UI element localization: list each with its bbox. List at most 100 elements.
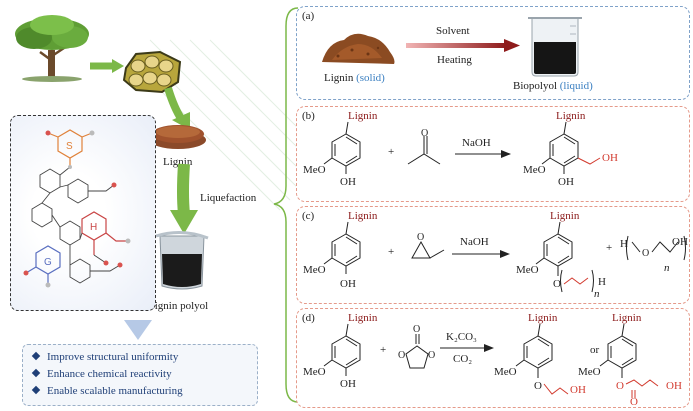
panel-b-meo-1: MeO xyxy=(303,164,326,176)
panel-c-oh-right: OH xyxy=(672,236,688,248)
panel-b-naoh: NaOH xyxy=(462,137,491,149)
benefit-item: Enable scalable manufacturing xyxy=(31,385,183,397)
reaction-c-product xyxy=(535,221,594,293)
svg-text:O: O xyxy=(398,350,405,361)
panel-d-meo-2: MeO xyxy=(494,366,517,378)
panel-c xyxy=(296,206,690,304)
solid-state-text: (solid) xyxy=(356,72,385,84)
lignin-powder-icon xyxy=(322,33,395,64)
svg-text:O: O xyxy=(417,232,424,243)
reaction-arrow-b-icon xyxy=(455,150,511,158)
panel-c-n-2: n xyxy=(594,288,600,300)
panel-c-naoh: NaOH xyxy=(460,236,489,248)
panel-d-o-3: O xyxy=(616,380,624,392)
liquid-state-text: (liquid) xyxy=(559,80,593,92)
propylene-oxide-structure: O xyxy=(411,232,445,259)
benefit-text: Improve structural uniformity xyxy=(47,351,179,363)
panel-c-h-end: H xyxy=(598,276,606,288)
reaction-c-reactant xyxy=(323,221,361,274)
panel-c-meo-2: MeO xyxy=(516,264,539,276)
benefit-text: Enhance chemical reactivity xyxy=(47,368,172,380)
panel-b-oh-1: OH xyxy=(340,176,356,188)
brace-icon xyxy=(273,7,299,403)
panel-d-lignin-2: Lignin xyxy=(528,312,558,324)
solvent-label: Solvent xyxy=(436,25,470,37)
panel-c-lignin-2: Lignin xyxy=(550,210,580,222)
plus-sign: + xyxy=(388,246,395,258)
plus-sign: + xyxy=(380,344,387,356)
reaction-d-product-1 xyxy=(515,323,569,395)
reaction-b-reactant xyxy=(323,121,361,174)
panel-d-or: or xyxy=(590,344,600,356)
panel-c-plus-2: + xyxy=(606,242,613,254)
panel-d-meo-1: MeO xyxy=(303,366,326,378)
liquefaction-arrow-icon xyxy=(170,163,198,234)
panel-b-product-oh: OH xyxy=(602,152,618,164)
panel-b-lignin-1: Lignin xyxy=(348,110,378,122)
benefits-box: Improve structural uniformity Enhance ch… xyxy=(22,344,258,406)
reaction-d-reactant xyxy=(323,323,361,376)
diamond-bullet-icon xyxy=(31,351,41,361)
biopolyol-text: Biopolyol xyxy=(513,80,558,92)
polyether-structure: O xyxy=(626,235,686,261)
heating-label: Heating xyxy=(437,54,472,66)
panel-d-o-2: O xyxy=(534,380,542,392)
benefits-arrow-icon xyxy=(124,320,152,340)
diamond-bullet-icon xyxy=(31,368,41,378)
panel-c-n-right: n xyxy=(664,262,670,274)
panel-d-lignin-1: Lignin xyxy=(348,312,378,324)
panel-d-oh-1: OH xyxy=(340,378,356,390)
plus-sign: + xyxy=(388,146,395,158)
svg-text:O: O xyxy=(413,324,420,335)
lignin-text: Lignin xyxy=(324,72,354,84)
unit-label-h: H xyxy=(90,222,97,233)
biopolyol-beaker-icon xyxy=(528,17,582,77)
panel-d-oh-2: OH xyxy=(570,384,586,396)
svg-text:O: O xyxy=(642,248,649,259)
panel-c-oh-1: OH xyxy=(340,278,356,290)
acetone-structure: O xyxy=(407,128,441,165)
unit-label-g: G xyxy=(44,257,52,268)
ethylene-carbonate-structure: O O O xyxy=(398,324,435,369)
panel-a-lignin: Lignin (solid) xyxy=(324,72,385,84)
benefit-text: Enable scalable manufacturing xyxy=(47,385,183,397)
panel-d-lignin-3: Lignin xyxy=(612,312,642,324)
reaction-arrow-c-icon xyxy=(452,250,510,258)
panel-d-label: (d) xyxy=(302,312,315,324)
red-arrow-icon xyxy=(406,39,520,52)
panel-a-biopolyol: Biopolyol (liquid) xyxy=(513,80,593,92)
panel-d-oh-3: OH xyxy=(666,380,682,392)
tree-icon xyxy=(15,15,89,82)
svg-text:O: O xyxy=(421,128,428,139)
diamond-bullet-icon xyxy=(31,385,41,395)
wood-cell-icon xyxy=(122,50,182,94)
lignin-dish-icon xyxy=(150,125,206,149)
panel-d-o-4: O xyxy=(630,396,638,408)
panel-a-label: (a) xyxy=(302,10,315,22)
lignin-polyol-beaker-icon xyxy=(155,231,209,290)
lignin-structure-diagram: S G H xyxy=(23,129,131,288)
green-arrow-icon xyxy=(90,59,124,73)
lignin-structure-box xyxy=(10,115,156,311)
reaction-arrow-d-icon xyxy=(440,344,494,352)
panel-b-oh-2: OH xyxy=(558,176,574,188)
lignin-polyol-label: Lignin polyol xyxy=(148,300,209,312)
benefit-item: Enhance chemical reactivity xyxy=(31,368,172,380)
panel-c-o-2: O xyxy=(553,278,561,290)
panel-d-reagent-bottom: CO₂ xyxy=(453,353,473,365)
benefit-item: Improve structural uniformity xyxy=(31,351,179,363)
panel-c-label: (c) xyxy=(302,210,315,222)
panel-b-lignin-2: Lignin xyxy=(556,110,586,122)
panel-c-meo-1: MeO xyxy=(303,264,326,276)
unit-label-s: S xyxy=(66,141,73,152)
panel-b-label: (b) xyxy=(302,110,315,122)
panel-d-meo-3: MeO xyxy=(578,366,601,378)
liquefaction-label: Liquefaction xyxy=(200,192,257,204)
reaction-d-product-2 xyxy=(599,323,659,398)
reaction-b-product xyxy=(541,121,601,174)
svg-text:O: O xyxy=(428,350,435,361)
panel-d-reagent-top: K₂CO₃ xyxy=(446,331,477,343)
panel-c-lignin-1: Lignin xyxy=(348,210,378,222)
panel-b-meo-2: MeO xyxy=(523,164,546,176)
panel-c-h-left: H xyxy=(620,238,628,250)
